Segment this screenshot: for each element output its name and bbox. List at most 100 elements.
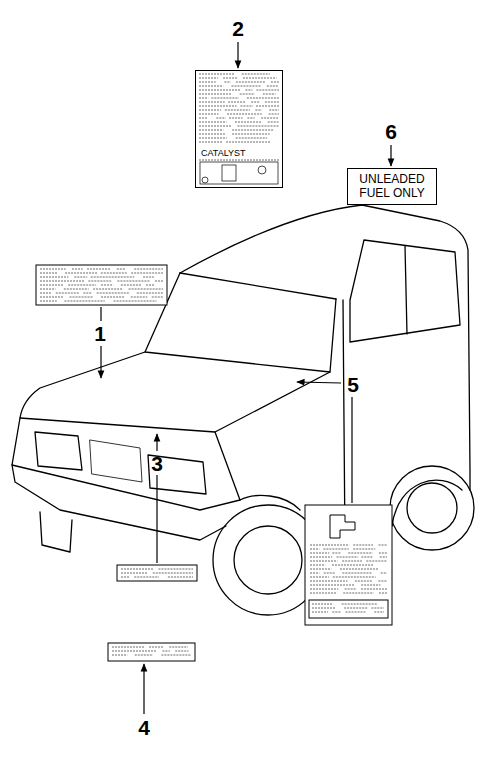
sticker-print [323, 549, 348, 550]
sticker-print [40, 293, 51, 294]
sticker-print [168, 577, 193, 578]
sticker-print [199, 130, 223, 131]
label-sticker [36, 265, 167, 305]
sticker-print [40, 289, 56, 290]
sticker-print [267, 86, 278, 87]
sticker-print [121, 577, 129, 578]
sticker-print [131, 297, 148, 298]
sticker-print [310, 573, 319, 574]
sticker-print [199, 86, 223, 87]
sticker-print [117, 269, 126, 270]
sticker-print [340, 569, 378, 570]
illustration-line [35, 432, 82, 470]
sticker-print [361, 585, 380, 586]
sticker-print [232, 130, 273, 131]
sticker-print [240, 106, 253, 107]
sticker-print [152, 297, 163, 298]
sticker-print [380, 557, 387, 558]
leader-line [297, 382, 341, 383]
callout-number: 1 [94, 323, 106, 344]
sticker-print [121, 569, 153, 570]
sticker-print [143, 277, 154, 278]
sticker-print [64, 289, 89, 290]
sticker-print [242, 74, 270, 75]
sticker-print [346, 612, 366, 613]
leader-line [237, 42, 238, 68]
illustration-line [12, 352, 226, 540]
sticker-print [216, 118, 225, 119]
sticker-print [353, 549, 375, 550]
leader-line [390, 145, 391, 166]
sticker-print [153, 573, 193, 574]
label-sticker [330, 515, 355, 538]
leader-line [156, 475, 157, 563]
sticker-print [83, 293, 91, 294]
sticker-print [247, 98, 279, 99]
sticker-print [223, 78, 238, 79]
sticker-print [366, 561, 387, 562]
sticker-print [256, 90, 279, 91]
sticker-print [40, 301, 57, 302]
sticker-print [333, 577, 376, 578]
sticker-print [245, 90, 252, 91]
sticker-print [121, 573, 147, 574]
sticker-print [324, 573, 335, 574]
illustration-line [180, 205, 470, 490]
label-sticker [305, 505, 392, 625]
label-sticker [108, 643, 195, 661]
sticker-print [199, 138, 227, 139]
sticker-print [131, 273, 163, 274]
sticker-print [117, 281, 150, 282]
sticker-print [342, 604, 378, 605]
sticker-print [40, 277, 68, 278]
sticker-print [361, 557, 372, 558]
sticker-print [199, 110, 221, 111]
sticker-print [310, 561, 337, 562]
label-sticker: UNLEADED FUEL ONLY [347, 168, 437, 205]
sticker-print [310, 565, 325, 566]
sticker-print [310, 545, 349, 546]
sticker-print [236, 82, 265, 83]
sticker-print [70, 297, 94, 298]
sticker-print [379, 545, 387, 546]
illustration-line [392, 480, 462, 526]
illustration-line [36, 162, 392, 661]
sticker-print [40, 269, 66, 270]
sticker-print [56, 293, 80, 294]
sticker-print [40, 281, 84, 282]
sticker-print [263, 94, 276, 95]
sticker-print [269, 114, 279, 115]
sticker-print [129, 289, 163, 290]
sticker-print [310, 557, 332, 558]
leader-line [156, 434, 157, 451]
sticker-print [332, 612, 340, 613]
sticker-print [199, 74, 235, 75]
sticker-print [162, 651, 169, 652]
sticker-print [310, 549, 319, 550]
illustration-line [407, 483, 457, 533]
sticker-print [374, 612, 384, 613]
callout-number: 2 [232, 18, 244, 39]
sticker-print [235, 122, 262, 123]
sticker-print [310, 553, 329, 554]
sticker-print [342, 573, 372, 574]
sticker-print [74, 277, 87, 278]
sticker-print [261, 118, 279, 119]
sticker-print [199, 118, 208, 119]
sticker-print [137, 293, 163, 294]
illustration-line [40, 74, 387, 655]
sticker-print [240, 94, 255, 95]
sticker-print [269, 110, 279, 111]
sticker-print [101, 285, 113, 286]
sticker-print [199, 98, 208, 99]
sticker-print [101, 273, 127, 274]
sticker-print [265, 102, 279, 103]
label-sticker [222, 165, 236, 181]
sticker-print [40, 285, 64, 286]
illustration-line [180, 273, 336, 299]
sticker-print [199, 102, 225, 103]
sticker-print [378, 581, 387, 582]
sticker-print [64, 301, 104, 302]
illustration-line [12, 205, 474, 615]
